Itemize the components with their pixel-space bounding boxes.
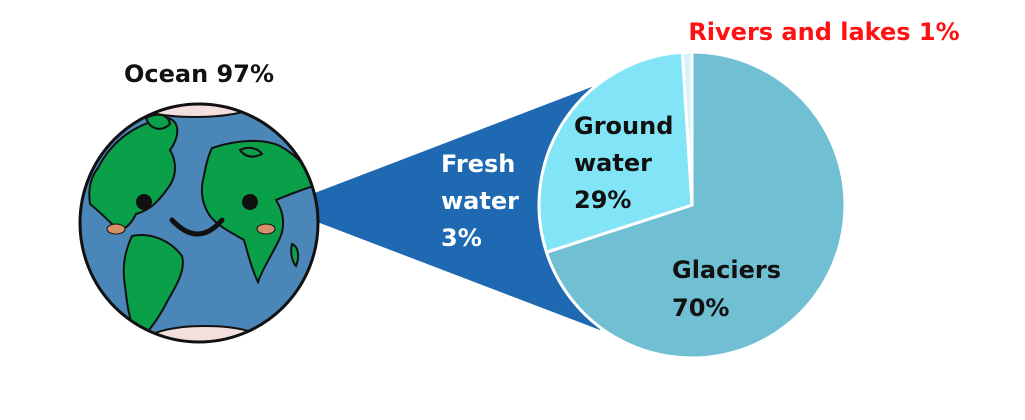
rivers-lakes-label: Rivers and lakes 1% [688, 18, 959, 46]
fresh-water-label-line3: 3% [441, 224, 482, 252]
fresh-water-funnel [278, 80, 610, 330]
face-icon [106, 194, 276, 237]
earth-icon [78, 102, 320, 344]
left-cheek [106, 223, 126, 235]
island [238, 146, 264, 158]
left-eye [136, 194, 152, 210]
rivers-lakes-slice [680, 50, 694, 206]
south-america [122, 234, 184, 342]
fresh-water-label-line2: water [441, 187, 519, 215]
greenland [144, 113, 172, 130]
ground-water-label-line1: Ground [574, 112, 673, 140]
glaciers-label-line2: 70% [672, 294, 729, 322]
smile [169, 217, 225, 237]
freshwater-pie [537, 50, 847, 360]
right-cheek [256, 223, 276, 235]
ground-water-slice [537, 50, 694, 255]
glaciers-label-line1: Glaciers [672, 256, 781, 284]
fresh-water-label-line1: Fresh [441, 150, 515, 178]
glaciers-slice [544, 50, 847, 360]
ground-water-label-line2: water [574, 149, 652, 177]
globe-outline [78, 102, 320, 344]
ocean-label: Ocean 97% [124, 60, 274, 88]
ground-water-label-line3: 29% [574, 186, 631, 214]
south-ice [144, 325, 266, 342]
right-eye [242, 194, 258, 210]
madagascar [290, 242, 300, 268]
